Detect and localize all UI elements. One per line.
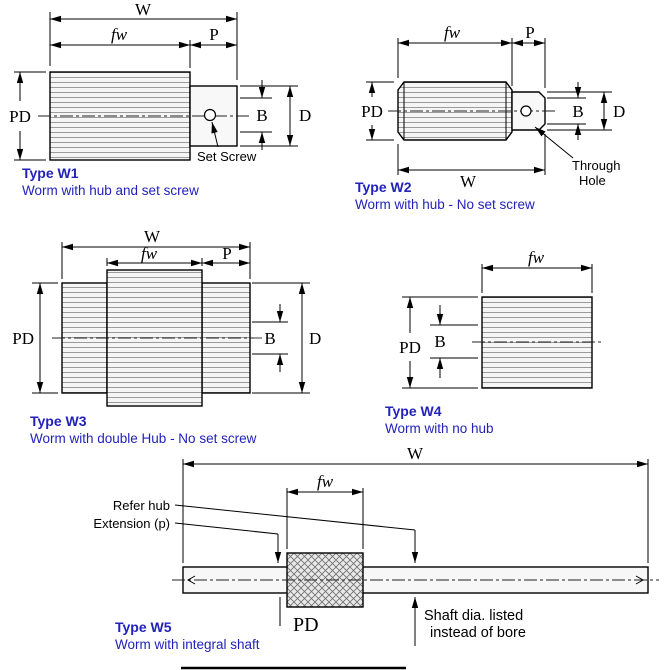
w2-through-hole-label-2: Hole: [579, 173, 606, 188]
w3-dim-label-b: B: [264, 329, 275, 348]
w2-dim-label-pd: PD: [361, 102, 383, 121]
w5-description: Worm with integral shaft: [115, 637, 260, 653]
w5-refer-hub-leader-1: [174, 504, 416, 531]
w1-dim-label-w: W: [135, 0, 152, 19]
figure-w3: W fw P PD B D: [12, 227, 321, 407]
w2-dim-label-w: W: [460, 172, 477, 191]
w4-caption: Type W4 Worm with no hub: [385, 402, 494, 438]
w5-center-mark-left: [186, 575, 196, 585]
w5-dim-label-w: W: [407, 444, 424, 463]
w3-caption: Type W3 Worm with double Hub - No set sc…: [30, 412, 256, 448]
w1-dim-label-b: B: [256, 106, 267, 125]
w5-dimensions: W fw: [174, 444, 649, 563]
w3-dim-label-d: D: [309, 329, 321, 348]
w2-dim-label-d: D: [613, 102, 625, 121]
w1-dim-label-pd: PD: [9, 107, 31, 126]
w2-type-label: Type W2: [355, 179, 412, 195]
w3-type-label: Type W3: [30, 413, 87, 429]
w5-center-mark-right: [635, 575, 645, 585]
figure-w4: fw PD B: [399, 248, 602, 389]
w5-shaft-note-label-2: instead of bore: [430, 625, 526, 641]
w1-description: Worm with hub and set screw: [22, 183, 199, 199]
figure-w2: fw P PD B D W Through Hole: [361, 23, 625, 191]
w5-caption: Type W5 Worm with integral shaft: [115, 618, 260, 654]
w2-through-hole-leader: [534, 126, 574, 159]
w2-through-hole-label-1: Through: [572, 158, 620, 173]
w3-description: Worm with double Hub - No set screw: [30, 431, 257, 447]
w2-through-hole: [520, 105, 532, 117]
w3-dim-label-p: P: [222, 244, 231, 263]
figure-w5: W fw Refer hub Extension (p) PD Shaft di…: [93, 444, 659, 646]
w5-type-label: Type W5: [115, 619, 172, 635]
figure-w1: W fw P PD B D Set Screw: [9, 0, 311, 164]
w1-dim-label-d: D: [299, 106, 311, 125]
w5-refer-hub-leader-2: [174, 522, 279, 535]
w4-dim-label-pd: PD: [399, 338, 421, 357]
w3-dim-label-w: W: [144, 227, 161, 246]
w1-set-screw-leader: [211, 121, 219, 148]
w4-worm-body: [481, 296, 593, 389]
w5-refer-hub-label-1: Refer hub: [113, 498, 170, 513]
w1-caption: Type W1 Worm with hub and set screw: [22, 164, 199, 200]
w5-shaft-note-label-1: Shaft dia. listed: [424, 608, 523, 624]
w1-type-label: Type W1: [22, 165, 79, 181]
w3-dim-label-fw: fw: [141, 244, 158, 263]
w2-dim-label-p: P: [525, 23, 534, 42]
w1-dimensions: W fw P PD B D: [9, 0, 311, 161]
w1-dim-label-p: P: [209, 25, 218, 44]
w3-dim-label-pd: PD: [12, 329, 34, 348]
w4-dim-label-fw: fw: [528, 248, 545, 267]
w5-dim-label-fw: fw: [317, 472, 334, 491]
w4-dim-label-b: B: [434, 332, 445, 351]
w4-dimensions: fw PD B: [399, 248, 593, 389]
w4-description: Worm with no hub: [385, 421, 494, 437]
w3-dimensions: W fw P PD B D: [12, 227, 321, 394]
w2-caption: Type W2 Worm with hub - No set screw: [355, 178, 535, 214]
w1-dim-label-fw: fw: [111, 25, 128, 44]
w2-dim-label-fw: fw: [444, 23, 461, 42]
w1-set-screw-hole: [203, 108, 217, 122]
w4-type-label: Type W4: [385, 403, 442, 419]
w1-set-screw-label: Set Screw: [197, 149, 257, 164]
w2-dimensions: fw P PD B D W: [361, 23, 625, 191]
w2-description: Worm with hub - No set screw: [355, 197, 535, 213]
w2-dim-label-b: B: [572, 102, 583, 121]
w5-refer-hub-label-2: Extension (p): [93, 516, 170, 531]
w5-dim-label-pd: PD: [293, 614, 319, 636]
